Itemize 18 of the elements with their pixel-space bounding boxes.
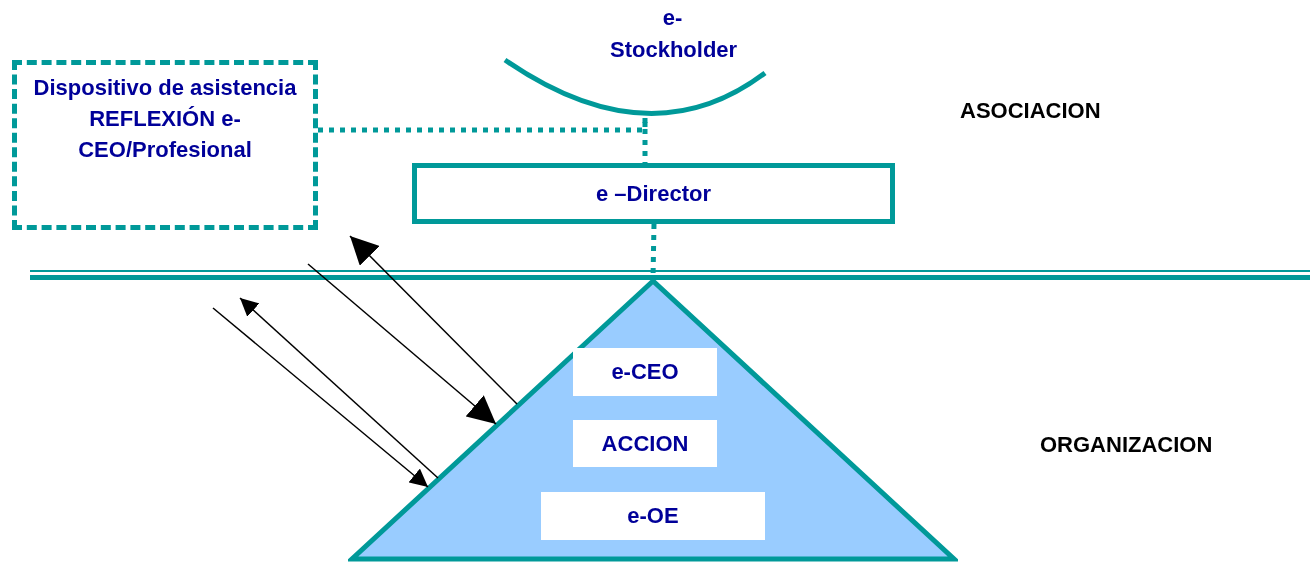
level-box [541,492,765,540]
section-label: ASOCIACION [960,98,1101,124]
level-box [573,348,717,396]
node-label: e –Director [595,179,712,208]
assistance-box [12,60,318,230]
arrow [349,235,518,405]
node-label: e- Stockholder [610,4,735,64]
arrow [239,297,439,479]
node-label: e-OE [626,501,680,530]
section-label: ORGANIZACION [1040,432,1213,458]
arrow [307,263,497,425]
node-label: Dispositivo de asistencia REFLEXIÓN e-CEO/Profesional [32,74,298,164]
level-box [573,420,717,467]
node-label: e-CEO [610,357,680,386]
arrow [212,307,429,488]
node-label: ACCION [600,429,690,458]
organization-triangle [348,278,958,562]
director-box [412,163,895,224]
